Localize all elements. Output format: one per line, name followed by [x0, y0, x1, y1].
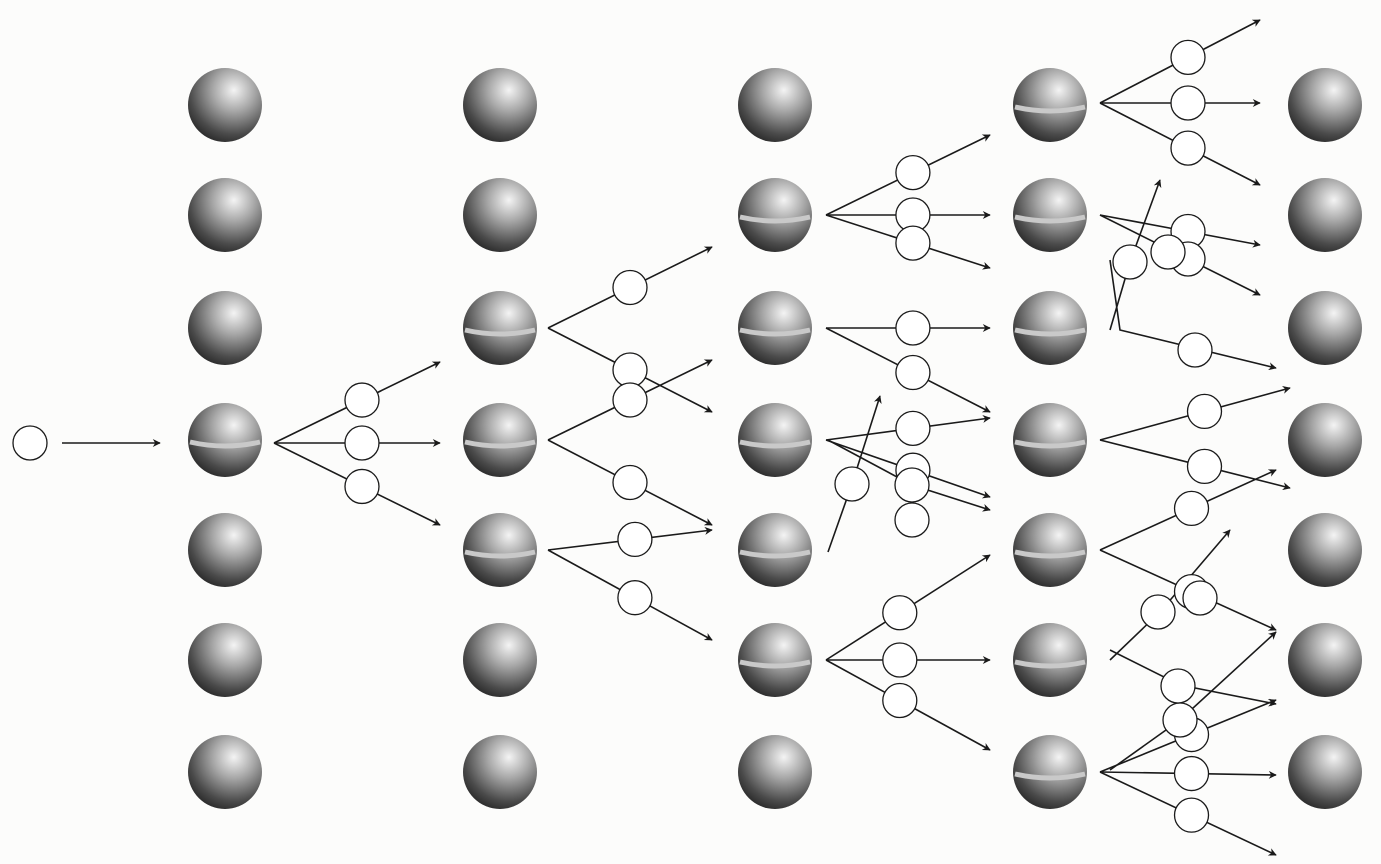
nucleus-icon: [1288, 735, 1362, 809]
split-nucleus-icon: [738, 513, 812, 587]
nucleus-icon: [463, 735, 537, 809]
neutron-icon: [894, 467, 930, 503]
neutron-icon: [1186, 448, 1223, 485]
neutron-icon: [895, 354, 931, 391]
neutron-layer: [12, 39, 1223, 833]
neutron-icon: [1112, 244, 1148, 280]
nucleus-icon: [188, 178, 262, 252]
neutron-icon: [1173, 755, 1210, 792]
neutron-icon: [1170, 130, 1206, 166]
neutron-icon: [1170, 39, 1206, 75]
nucleus-icon: [1288, 291, 1362, 365]
nucleus-icon: [188, 623, 262, 697]
split-nucleus-icon: [1013, 623, 1087, 697]
neutron-icon: [617, 580, 653, 616]
split-nucleus-icon: [1013, 735, 1087, 809]
split-nucleus-icon: [1013, 403, 1087, 477]
neutron-icon: [882, 642, 918, 678]
nucleus-icon: [188, 735, 262, 809]
nucleus-icon: [463, 623, 537, 697]
neutron-icon: [895, 225, 931, 261]
split-nucleus-icon: [1013, 68, 1087, 142]
split-nucleus-icon: [1013, 513, 1087, 587]
nucleus-icon: [1288, 178, 1362, 252]
nucleus-icon: [1288, 513, 1362, 587]
split-nucleus-icon: [738, 178, 812, 252]
split-nucleus-icon: [738, 623, 812, 697]
neutron-icon: [1173, 490, 1210, 527]
neutron-icon: [344, 425, 380, 461]
neutron-icon: [895, 410, 931, 446]
neutron-icon: [344, 468, 380, 505]
arrow-icon: [1109, 259, 1277, 371]
split-nucleus-icon: [463, 513, 537, 587]
nucleus-icon: [188, 291, 262, 365]
neutron-icon: [344, 382, 380, 418]
nucleus-icon: [188, 513, 262, 587]
nucleus-icon: [1288, 68, 1362, 142]
split-nucleus-icon: [738, 403, 812, 477]
split-nucleus-icon: [1013, 291, 1087, 365]
split-nucleus-icon: [1013, 178, 1087, 252]
neutron-icon: [612, 382, 648, 418]
split-nucleus-icon: [188, 403, 262, 477]
nucleus-icon: [463, 68, 537, 142]
nucleus-icon: [1288, 403, 1362, 477]
neutron-icon: [1170, 85, 1206, 121]
split-nucleus-icon: [738, 291, 812, 365]
neutron-icon: [895, 154, 931, 191]
neutron-icon: [1150, 234, 1186, 270]
split-nucleus-icon: [463, 291, 537, 365]
neutron-icon: [834, 466, 870, 502]
neutron-icon: [1182, 580, 1218, 616]
neutron-icon: [612, 269, 648, 306]
nucleus-icon: [738, 68, 812, 142]
split-nucleus-icon: [463, 403, 537, 477]
nucleus-layer: [188, 68, 1362, 809]
neutron-icon: [617, 521, 653, 558]
neutron-icon: [894, 502, 930, 538]
incoming-neutron-icon: [12, 425, 48, 461]
neutron-icon: [1162, 702, 1198, 738]
nucleus-icon: [1288, 623, 1362, 697]
nucleus-icon: [188, 68, 262, 142]
neutron-icon: [612, 352, 648, 388]
nucleus-icon: [463, 178, 537, 252]
neutron-icon: [1177, 332, 1213, 368]
neutron-icon: [1173, 797, 1210, 833]
neutron-icon: [882, 682, 918, 719]
neutron-icon: [1186, 393, 1223, 430]
neutron-icon: [882, 595, 918, 631]
neutron-icon: [1160, 668, 1196, 704]
nucleus-icon: [738, 735, 812, 809]
neutron-icon: [895, 310, 931, 346]
neutron-icon: [1140, 594, 1176, 630]
neutron-icon: [612, 464, 648, 501]
